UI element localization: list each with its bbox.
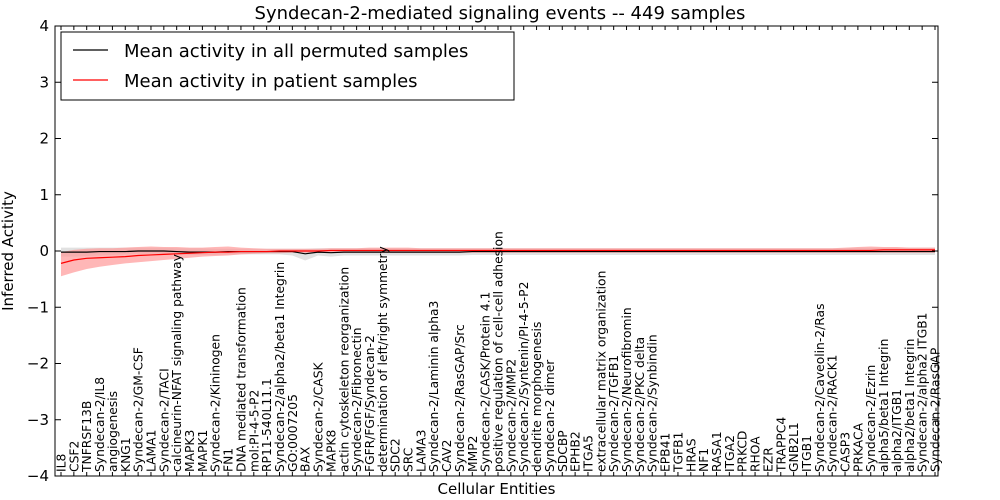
x-tick-label: FGFR/FGF/Syndecan-2 (363, 335, 377, 472)
y-tick-label: 0 (39, 242, 49, 260)
x-tick-label: alpha5/beta1 Integrin (877, 339, 891, 472)
x-tick-label: SDC2 (389, 438, 403, 472)
x-tick-label: LAMA1 (144, 430, 158, 472)
x-tick-label: GNB2L1 (787, 422, 801, 472)
x-tick-label: NF1 (697, 448, 711, 472)
x-tick-label: Syndecan-2/RasGAP/Src (453, 324, 467, 472)
y-tick-label: −2 (27, 355, 49, 373)
x-tick-label: RP11-540L11.1 (260, 378, 274, 472)
x-tick-label: alpha2/beta1 Integrin (903, 339, 917, 472)
x-tick-label: Syndecan-2/IL8 (93, 377, 107, 472)
x-tick-label: MMP2 (466, 436, 480, 472)
x-axis-tick-labels: IL8CSF2TNFRSF13BSyndecan-2/IL8angiogenes… (55, 231, 943, 473)
x-tick-label: MAPK3 (183, 430, 197, 472)
x-tick-label: Syndecan-2/PKC delta (633, 337, 647, 472)
y-tick-label: 2 (39, 130, 49, 148)
x-tick-label: Syndecan-2/CASK (312, 361, 326, 472)
x-tick-label: TGFB1 (671, 432, 685, 473)
x-tick-label: CASP3 (839, 432, 853, 472)
x-tick-label: IL8 (55, 454, 69, 472)
x-tick-label: Syndecan-2/Laminin alpha3 (427, 301, 441, 472)
x-tick-label: Syndecan-2/Neurofibromin (620, 307, 634, 472)
y-tick-label: −3 (27, 411, 49, 429)
x-tick-label: angiogenesis (106, 391, 120, 472)
x-tick-label: Syndecan-2/GM-CSF (132, 347, 146, 472)
legend-label-patient: Mean activity in patient samples (124, 71, 418, 92)
x-tick-label: SRC (402, 448, 416, 472)
x-tick-label: EZR (761, 447, 775, 472)
y-tick-label: 4 (39, 17, 49, 35)
x-tick-label: LAMA3 (414, 430, 428, 472)
x-tick-label: dendrite morphogenesis (530, 322, 544, 472)
y-axis-label: Inferred Activity (0, 191, 17, 311)
x-tick-label: MAPK1 (196, 430, 210, 472)
x-tick-label: Syndecan-2/TACI (157, 368, 171, 472)
x-tick-label: determination of left/right symmetry (376, 246, 390, 472)
x-tick-label: Syndecan-2/Ezrin (864, 365, 878, 472)
y-axis-ticks: −4 −3 −2 −1 0 1 2 3 4 (27, 17, 938, 485)
x-tick-label: FN1 (222, 448, 236, 472)
x-tick-label: RHOA (749, 436, 763, 472)
x-tick-label: ITGA5 (581, 435, 595, 472)
x-tick-label: PRKCD (736, 431, 750, 472)
x-tick-label: Syndecan-2/Caveolin-2/Ras (813, 304, 827, 472)
x-tick-label: alpha2/ITGB1 (890, 389, 904, 472)
series-lines (60, 249, 935, 264)
x-tick-label: positive regulation of cell-cell adhesio… (492, 231, 506, 472)
y-tick-label: −4 (27, 467, 49, 485)
legend-frame (60, 31, 515, 101)
x-tick-label: Syndecan-2/Syntenin/PI-4-5-P2 (517, 282, 531, 472)
x-tick-label: BAX (299, 446, 313, 472)
x-tick-label: ITGA2 (723, 435, 737, 472)
x-tick-label: extracellular matrix organization (594, 271, 608, 472)
x-tick-label: Syndecan-2/MMP2 (504, 359, 518, 472)
x-tick-label: Syndecan-2/Synbindin (646, 334, 660, 472)
x-tick-label: Syndecan-2/alpha2/beta1 Integrin (273, 262, 287, 472)
x-tick-label: KNG1 (119, 437, 133, 472)
x-tick-label: EPB41 (659, 433, 673, 472)
x-tick-label: calcineurin-NFAT signaling pathway (170, 254, 184, 472)
chart-title: Syndecan-2-mediated signaling events -- … (255, 3, 746, 24)
x-tick-label: SDCBP (556, 430, 570, 472)
x-tick-label: Syndecan-2/Fibronectin (350, 327, 364, 472)
x-tick-label: TNFRSF13B (80, 401, 94, 473)
x-tick-label: Syndecan-2/RasGAP (929, 348, 943, 472)
legend: Mean activity in all permuted samples Me… (60, 31, 515, 101)
x-tick-label: EPHB2 (569, 431, 583, 472)
x-tick-label: GO:0007205 (286, 394, 300, 472)
band-patient (61, 246, 935, 277)
x-tick-label: Syndecan-2/CASK/Protein 4.1 (479, 292, 493, 472)
line-patient (60, 249, 935, 264)
y-tick-label: −1 (27, 298, 49, 316)
x-tick-label: TRAPPC4 (774, 417, 788, 473)
x-tick-label: Syndecan-2 dimer (543, 359, 557, 472)
y-tick-label: 3 (39, 73, 49, 91)
x-axis-label: Cellular Entities (438, 480, 556, 498)
x-tick-label: MAPK8 (324, 430, 338, 472)
x-tick-label: RASA1 (710, 431, 724, 472)
legend-label-permuted: Mean activity in all permuted samples (124, 41, 468, 62)
x-tick-label: Syndecan-2/alpha2 ITGB1 (916, 313, 930, 473)
x-tick-label: Syndecan-2/RACK1 (826, 355, 840, 472)
x-tick-label: ITGB1 (800, 435, 814, 472)
y-tick-label: 1 (39, 186, 49, 204)
x-tick-label: mol:PI-4-5-P2 (247, 390, 261, 472)
x-tick-label: CAV2 (440, 440, 454, 472)
x-tick-label: CSF2 (67, 441, 81, 472)
x-tick-label: DNA mediated transformation (234, 287, 248, 472)
x-tick-label: actin cytoskeleton reorganization (337, 267, 351, 472)
x-tick-label: HRAS (684, 438, 698, 472)
x-axis-ticks (60, 26, 936, 476)
x-tick-label: Syndecan-2/Kininogen (209, 334, 223, 472)
x-tick-label: PRKACA (851, 422, 865, 472)
x-tick-label: Syndecan-2/TGFB1 (607, 355, 621, 472)
